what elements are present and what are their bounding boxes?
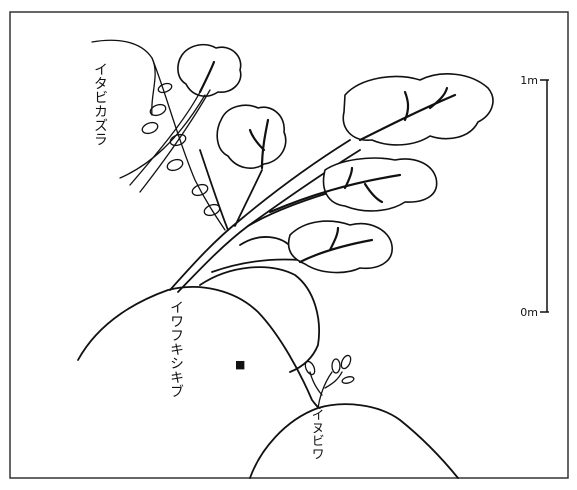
small-plant-label: イヌビワ: [309, 408, 324, 460]
leaf-cluster: [178, 45, 493, 273]
rock-mark: ■: [235, 358, 245, 371]
rock-outline: [78, 237, 458, 478]
rock-label: イワフキシキブ: [168, 300, 184, 398]
scale-top-label: 1m: [520, 74, 538, 87]
vine-label: イタビカズラ: [92, 62, 108, 146]
scale-bottom-label: 0m: [520, 306, 538, 319]
scale-bar: 1m 0m: [520, 74, 549, 319]
